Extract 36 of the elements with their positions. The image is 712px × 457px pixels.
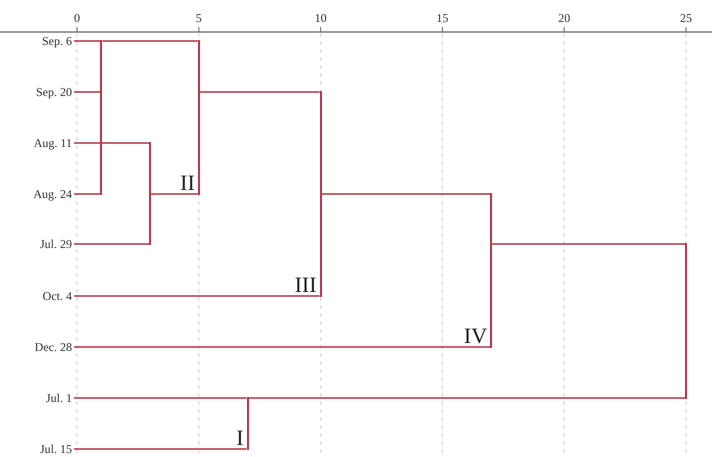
dendrogram-link — [322, 193, 490, 195]
row-label: Jul. 15 — [0, 442, 72, 456]
merge-bar — [100, 40, 102, 195]
tick-label: 10 — [314, 11, 327, 25]
tick-label: 15 — [436, 11, 448, 25]
dendrogram-link — [102, 40, 198, 42]
dendrogram-link — [74, 346, 490, 348]
dendrogram-link — [74, 142, 150, 144]
dendrogram-link — [200, 91, 320, 93]
row-label: Sep. 20 — [0, 85, 72, 99]
row-label: Oct. 4 — [0, 289, 72, 303]
dendrogram-link — [74, 397, 247, 399]
row-label: Aug. 24 — [0, 187, 72, 201]
row-label: Jul. 29 — [0, 237, 72, 251]
cluster-label: I — [236, 427, 244, 449]
merge-bar — [149, 142, 152, 245]
dendrogram-link — [74, 91, 100, 93]
tick-label: 20 — [558, 11, 570, 25]
dendrogram-link — [74, 243, 150, 245]
dendrogram-link — [74, 40, 100, 42]
dendrogram-link — [74, 448, 247, 450]
row-label: Sep. 6 — [0, 34, 72, 48]
row-label: Dec. 28 — [0, 340, 72, 354]
tick-label: 5 — [196, 11, 202, 25]
tick-label: 0 — [74, 11, 80, 25]
cluster-label: IV — [464, 325, 488, 347]
cluster-label: II — [180, 172, 195, 194]
dendrogram-link — [74, 193, 100, 195]
cluster-label: III — [294, 274, 317, 296]
dendrogram-link — [151, 193, 198, 195]
row-label: Jul. 1 — [0, 391, 72, 405]
dendrogram-link — [74, 295, 320, 297]
dendrogram-link — [248, 397, 685, 399]
tick-label: 25 — [680, 11, 692, 25]
dendrogram-link — [492, 243, 685, 245]
row-label: Aug. 11 — [0, 136, 72, 150]
